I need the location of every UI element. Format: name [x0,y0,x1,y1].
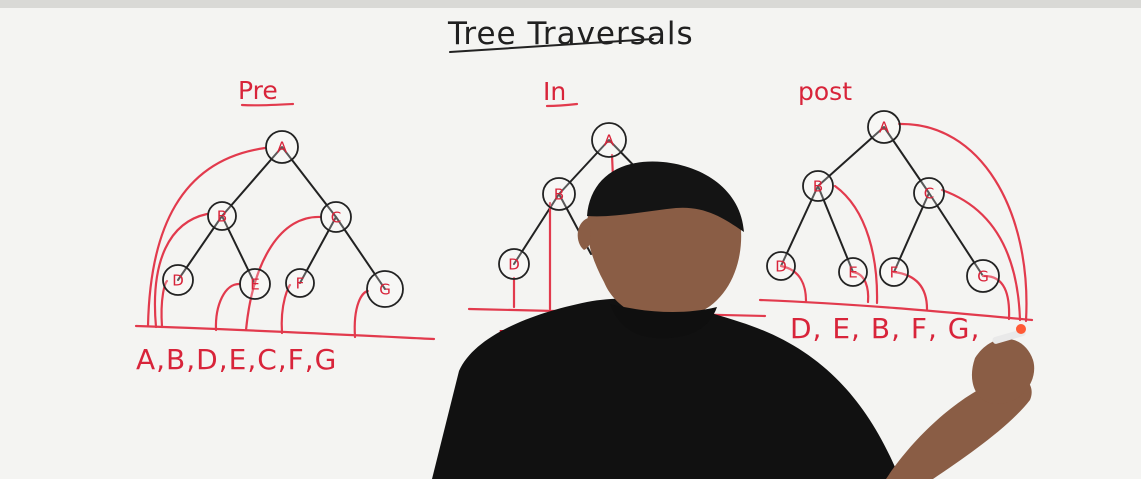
pre-node-a-label: A [277,139,288,157]
post-node-c [913,177,945,209]
pre-node-e [239,268,271,300]
in-node-b [542,177,576,211]
post-tree-edges [780,126,984,277]
pre-node-e-label: E [250,276,259,294]
in-node-d [498,248,530,280]
pre-node-g-label: G [379,281,391,299]
post-node-a [867,110,901,144]
pre-node-f-label: F [296,275,305,293]
pre-visit-arc-a [146,146,267,328]
pre-node-b [207,201,237,231]
post-visit-arc-d [779,264,808,303]
post-baseline [758,298,1034,322]
post-node-g-label: G [977,268,989,286]
post-node-b-label: B [813,178,823,196]
pre-visit-arc-d [160,279,169,329]
presenter [432,161,1035,479]
pre-tree-edges [177,146,386,290]
pre-node-c-label: C [331,209,341,227]
in-node-d-label: D [508,256,520,274]
presenter-collar [610,304,717,339]
in-node-b-label: B [554,186,564,204]
post-visit-arc-c [940,188,1022,322]
pre-node-g [366,270,404,308]
post-node-a-label: A [879,119,890,137]
presenter-hand [971,338,1035,405]
in-node-a-label: A [604,132,615,150]
post-node-e-label: E [848,264,857,282]
pre-underline [240,102,295,107]
pre-visit-arc-c [244,215,323,332]
pre-node-b-label: B [217,208,227,226]
title-underline [449,38,654,53]
pre-sequence: A,B,D,E,C,F,G [136,343,337,376]
post-visit-arc-a [897,122,1028,323]
pre-node-a [265,130,299,164]
post-label: post [798,77,852,106]
pre-visit-arc-f [280,283,292,335]
post-visit-arc-g [981,274,1011,321]
post-node-c-label: C [924,185,934,203]
post-visit-arc-f [892,270,929,311]
presenter-shirt [432,298,900,479]
pre-node-d-label: D [172,272,184,290]
in-node-a [591,122,627,158]
pre-order-tree: A B C D E F G [134,130,436,341]
post-node-d-label: D [775,258,787,276]
post-sequence: D, E, B, F, G, [790,312,980,345]
post-node-e [838,257,868,287]
pre-label: Pre [238,76,278,105]
pre-node-c [320,201,352,233]
presenter-hair [587,161,744,232]
pre-visit-arc-b [153,212,209,329]
in-label: In [543,77,566,106]
board-top-edge [0,0,1141,8]
post-visit-arc-b [833,184,879,305]
presenter-ear [577,218,591,250]
marker-pen [992,329,1026,344]
in-underline [545,102,579,108]
post-node-d [766,251,796,281]
board-title: Tree Traversals [447,16,694,52]
pre-node-d [162,264,194,296]
post-node-f [879,257,909,287]
marker-cap [1016,324,1026,334]
in-tree-edges [513,139,643,265]
post-visit-arc-e [851,270,870,304]
pre-node-f [285,268,315,298]
post-node-f-label: F [890,264,899,282]
post-order-tree: A B C D E F G [758,110,1034,323]
post-node-g [966,259,1000,293]
post-node-b [802,170,834,202]
pre-visit-arc-e [214,282,242,332]
